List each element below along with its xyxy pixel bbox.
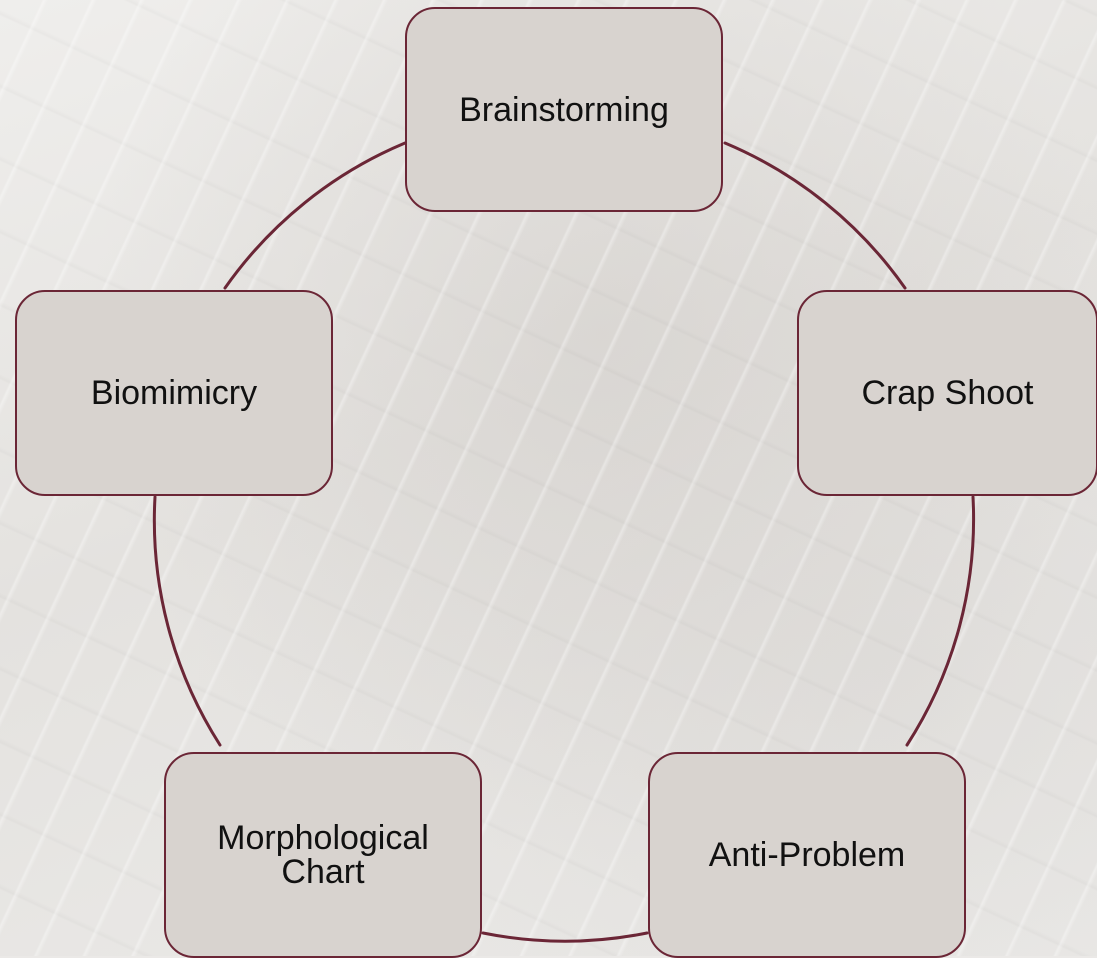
node-anti-problem-label: Anti-Problem	[708, 836, 906, 874]
arc-morph-to-biomimicry	[152, 495, 222, 747]
arc-antiproblem-to-morph	[481, 931, 649, 943]
node-crap-shoot[interactable]: Crap Shoot	[797, 290, 1097, 496]
node-brainstorming[interactable]: Brainstorming	[405, 7, 723, 212]
node-crap-shoot-label: Crap Shoot	[861, 374, 1034, 412]
arc-biomimicry-to-brainstorming	[223, 141, 407, 290]
node-morphological-chart-label: Morphological Chart	[217, 819, 429, 891]
node-morphological-chart[interactable]: Morphological Chart	[164, 752, 482, 958]
node-biomimicry[interactable]: Biomimicry	[15, 290, 333, 496]
node-biomimicry-label: Biomimicry	[90, 374, 258, 412]
arc-brainstorming-to-crapshoot	[723, 141, 907, 290]
node-anti-problem[interactable]: Anti-Problem	[648, 752, 966, 958]
arc-crapshoot-to-antiproblem	[905, 495, 976, 747]
node-brainstorming-label: Brainstorming	[459, 90, 669, 129]
